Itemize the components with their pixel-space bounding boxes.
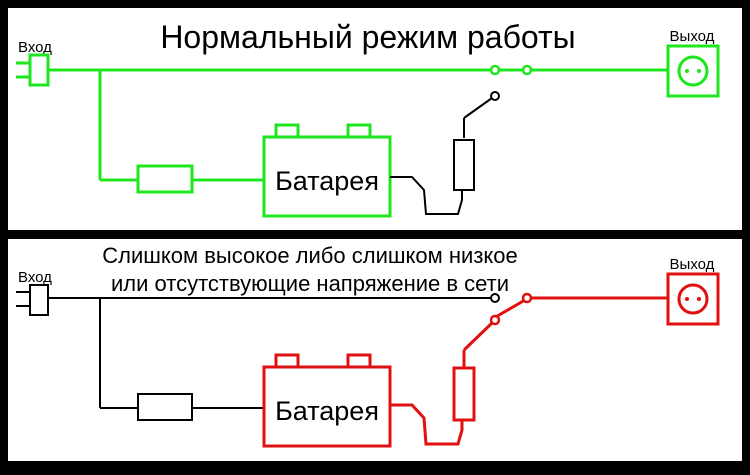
inverter-path	[390, 97, 493, 215]
output-label: Выход	[670, 256, 715, 273]
switch-contact-right	[521, 292, 533, 304]
battery-label: Батарея	[275, 396, 379, 426]
panel-fault-background	[8, 239, 742, 461]
battery-label: Батарея	[275, 166, 379, 196]
input-label: Вход	[18, 39, 52, 56]
charger-block	[136, 164, 194, 194]
input-plug-icon	[16, 284, 49, 316]
mains-line	[48, 297, 492, 409]
switch-contact-right	[521, 64, 533, 76]
switch-contact-left	[489, 64, 501, 76]
output-socket-icon	[666, 44, 720, 98]
inverter-path	[390, 296, 668, 446]
charger-block	[137, 393, 193, 421]
output-label: Выход	[670, 28, 715, 45]
switch-contact-left	[490, 293, 500, 303]
panel-normal: Нормальный режим работы Вход Батарея	[8, 8, 742, 230]
panel-normal-title: Нормальный режим работы	[160, 19, 575, 55]
input-label: Вход	[18, 269, 52, 286]
panel-fault: Слишком высокое либо слишком низкое или …	[8, 239, 742, 461]
switch-contact-inverter	[489, 314, 501, 326]
inverter-block	[453, 139, 475, 191]
panel-normal-background	[8, 8, 742, 230]
panel-fault-title-line-2: или отсутствующие напряжение в сети	[111, 271, 509, 296]
output-socket-icon	[666, 272, 720, 326]
panel-fault-title-line-1: Слишком высокое либо слишком низкое	[102, 243, 518, 268]
mains-line	[48, 68, 668, 182]
inverter-block	[452, 366, 476, 422]
switch-contact-inverter	[490, 91, 500, 101]
battery: Батарея	[262, 123, 392, 218]
